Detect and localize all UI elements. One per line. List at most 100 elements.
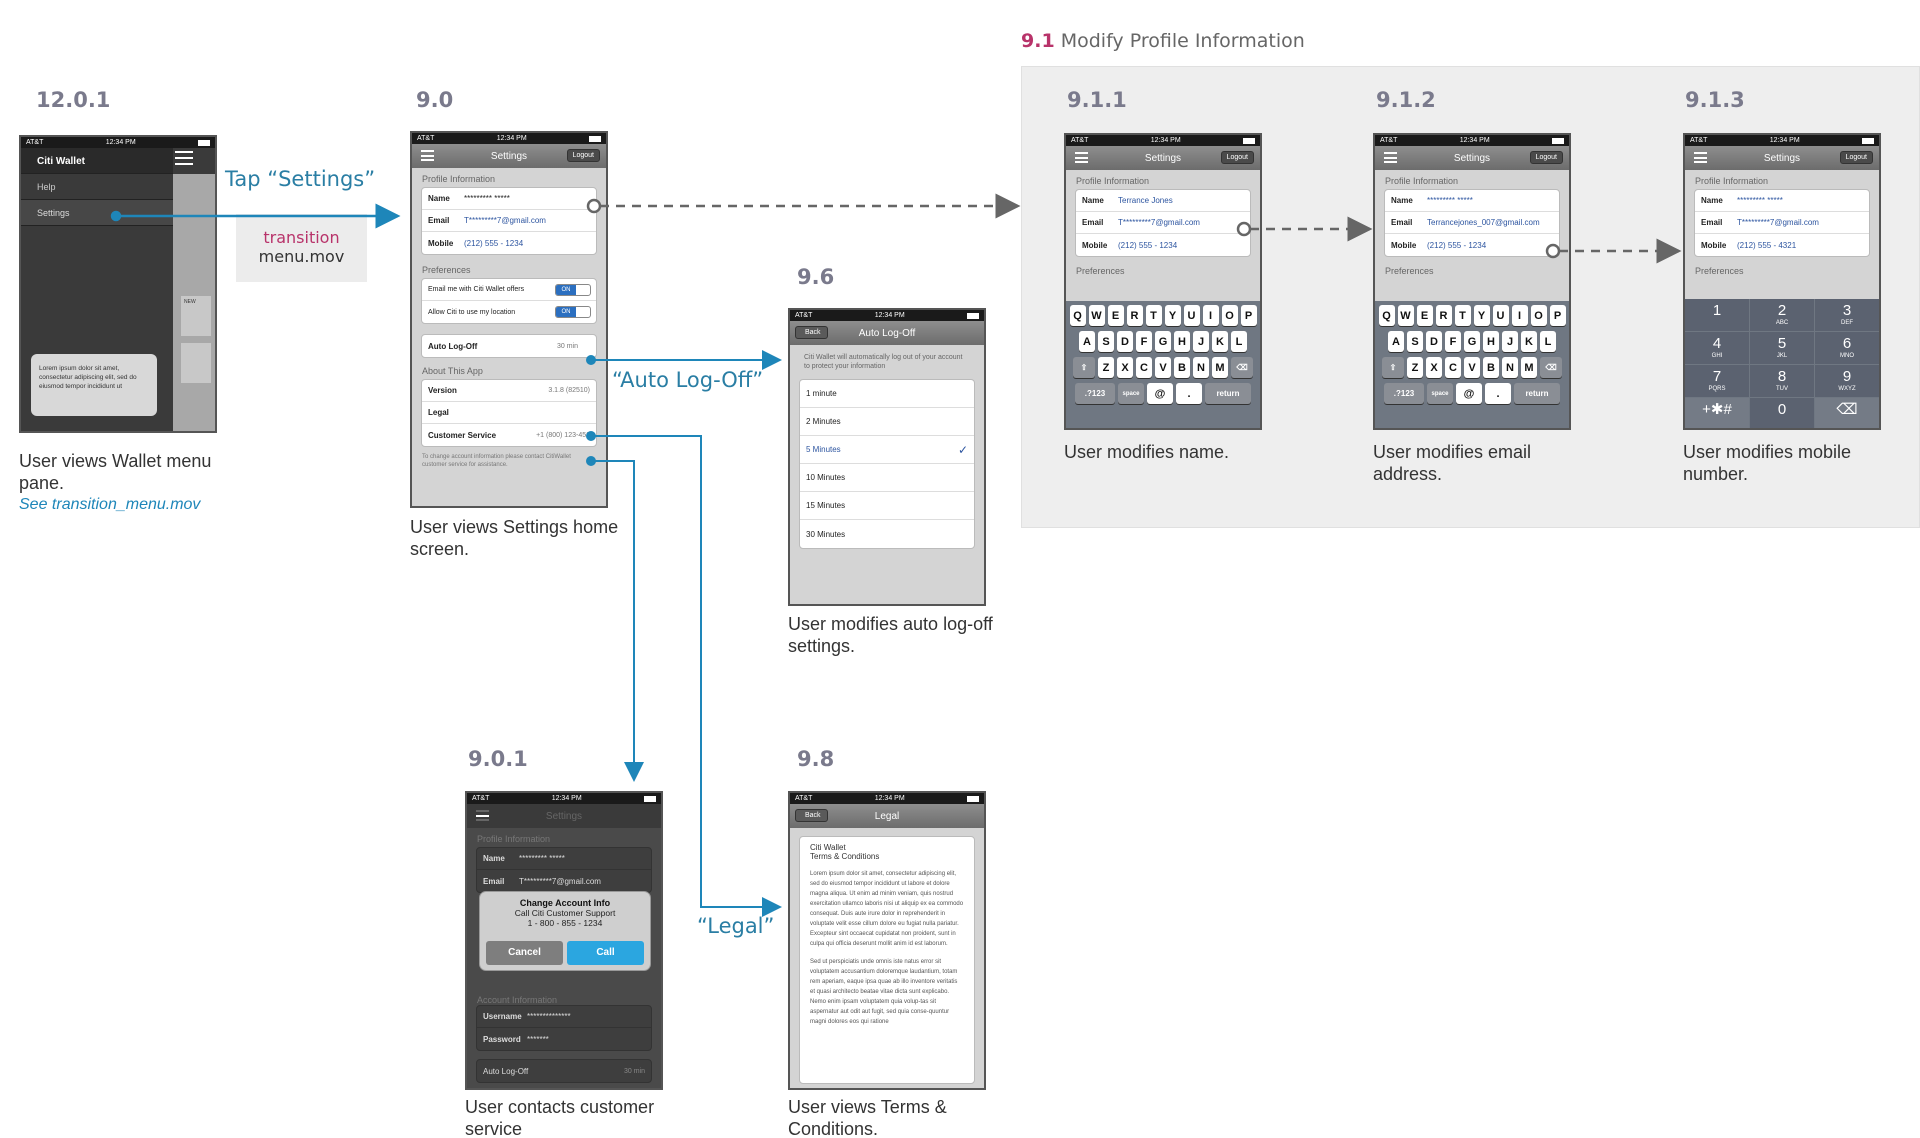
row-name[interactable]: Name********* *****	[1695, 190, 1869, 212]
numbers-key[interactable]: .?123	[1075, 383, 1115, 404]
key[interactable]: P	[1240, 305, 1257, 326]
at-key[interactable]: @	[1456, 383, 1482, 404]
key[interactable]: I	[1202, 305, 1219, 326]
key[interactable]: B	[1174, 357, 1190, 378]
key[interactable]: V	[1155, 357, 1171, 378]
key[interactable]: A	[1079, 331, 1095, 352]
key[interactable]: O	[1530, 305, 1547, 326]
key[interactable]: K	[1212, 331, 1228, 352]
key[interactable]: H	[1483, 331, 1499, 352]
key[interactable]: X	[1117, 357, 1133, 378]
numpad-key[interactable]: 0	[1750, 398, 1814, 428]
key[interactable]: E	[1416, 305, 1433, 326]
key[interactable]: F	[1445, 331, 1461, 352]
shift-key-icon[interactable]: ⇧	[1073, 357, 1095, 378]
back-button[interactable]: Back	[795, 809, 828, 822]
option-5-minutes[interactable]: 5 Minutes✓	[800, 436, 974, 464]
dot-key[interactable]: .	[1485, 383, 1511, 404]
toggle-location[interactable]: ON	[555, 306, 591, 318]
row-name[interactable]: Name********* *****	[1385, 190, 1559, 212]
name-field[interactable]: Terrance Jones	[1118, 196, 1173, 205]
key[interactable]: L	[1540, 331, 1556, 352]
key[interactable]: F	[1136, 331, 1152, 352]
space-key[interactable]: space	[1427, 383, 1453, 404]
key[interactable]: P	[1549, 305, 1566, 326]
mobile-field[interactable]: (212) 555 - 1234	[1427, 240, 1487, 250]
terms-document[interactable]: Citi Wallet Terms & Conditions Lorem ips…	[799, 836, 975, 1084]
space-key[interactable]: space	[1118, 383, 1144, 404]
toggle-offers[interactable]: ON	[555, 283, 591, 296]
numbers-key[interactable]: .?123	[1384, 383, 1424, 404]
key[interactable]: D	[1117, 331, 1133, 352]
key[interactable]: M	[1521, 357, 1537, 378]
key[interactable]: Y	[1164, 305, 1181, 326]
email-field[interactable]: T*********7@gmail.com	[1118, 218, 1200, 227]
hamburger-menu-icon[interactable]	[1694, 152, 1707, 163]
key[interactable]: G	[1155, 331, 1171, 352]
key[interactable]: Z	[1407, 357, 1423, 378]
logout-button[interactable]: Logout	[1529, 151, 1563, 164]
mobile-field[interactable]: (212) 555 - 4321	[1737, 240, 1797, 250]
return-key[interactable]: return	[1514, 383, 1560, 404]
mobile-field[interactable]: (212) 555 - 1234	[1118, 240, 1178, 250]
key[interactable]: V	[1464, 357, 1480, 378]
key[interactable]: Q	[1069, 305, 1086, 326]
key[interactable]: Q	[1378, 305, 1395, 326]
key[interactable]: O	[1221, 305, 1238, 326]
menu-item-help[interactable]: Help	[21, 174, 173, 200]
logout-button[interactable]: Logout	[1220, 151, 1254, 164]
call-button[interactable]: Call	[567, 941, 644, 965]
hamburger-menu-icon[interactable]	[421, 150, 434, 161]
key[interactable]: X	[1426, 357, 1442, 378]
key[interactable]: S	[1407, 331, 1423, 352]
key[interactable]: U	[1183, 305, 1200, 326]
email-field[interactable]: Terrancejones_007@gmail.com	[1427, 218, 1540, 227]
numpad-key[interactable]: +✱#	[1685, 398, 1749, 428]
key[interactable]: H	[1174, 331, 1190, 352]
dot-key[interactable]: .	[1176, 383, 1202, 404]
key[interactable]: J	[1502, 331, 1518, 352]
hamburger-menu-icon[interactable]	[1075, 152, 1088, 163]
key[interactable]: G	[1464, 331, 1480, 352]
key[interactable]: W	[1397, 305, 1414, 326]
key[interactable]: A	[1388, 331, 1404, 352]
return-key[interactable]: return	[1205, 383, 1251, 404]
email-field[interactable]: T*********7@gmail.com	[1737, 218, 1819, 227]
backspace-key-icon[interactable]: ⌫	[1231, 357, 1253, 378]
name-field[interactable]: ********* *****	[1427, 196, 1473, 205]
key[interactable]: M	[1212, 357, 1228, 378]
key[interactable]: T	[1145, 305, 1162, 326]
key[interactable]: J	[1193, 331, 1209, 352]
key[interactable]: U	[1492, 305, 1509, 326]
caption-link[interactable]: See transition_menu.mov	[19, 496, 201, 513]
key[interactable]: S	[1098, 331, 1114, 352]
row-mobile[interactable]: Mobile(212) 555 - 1234	[1385, 234, 1559, 256]
row-customer-service[interactable]: Customer Service+1 (800) 123-456	[422, 424, 596, 446]
key[interactable]: R	[1435, 305, 1452, 326]
row-legal[interactable]: Legal	[422, 402, 596, 424]
logout-button[interactable]: Logout	[1839, 151, 1873, 164]
key[interactable]: B	[1483, 357, 1499, 378]
numpad-key[interactable]: 1	[1685, 299, 1749, 331]
row-mobile[interactable]: Mobile(212) 555 - 1234	[1076, 234, 1250, 256]
logout-button[interactable]: Logout	[566, 149, 600, 162]
key[interactable]: Y	[1473, 305, 1490, 326]
key[interactable]: T	[1454, 305, 1471, 326]
key[interactable]: D	[1426, 331, 1442, 352]
numpad-key[interactable]: ⌫	[1815, 398, 1879, 428]
name-field[interactable]: ********* *****	[1737, 196, 1783, 205]
key[interactable]: N	[1502, 357, 1518, 378]
key[interactable]: I	[1511, 305, 1528, 326]
option-10-minutes[interactable]: 10 Minutes	[800, 464, 974, 492]
